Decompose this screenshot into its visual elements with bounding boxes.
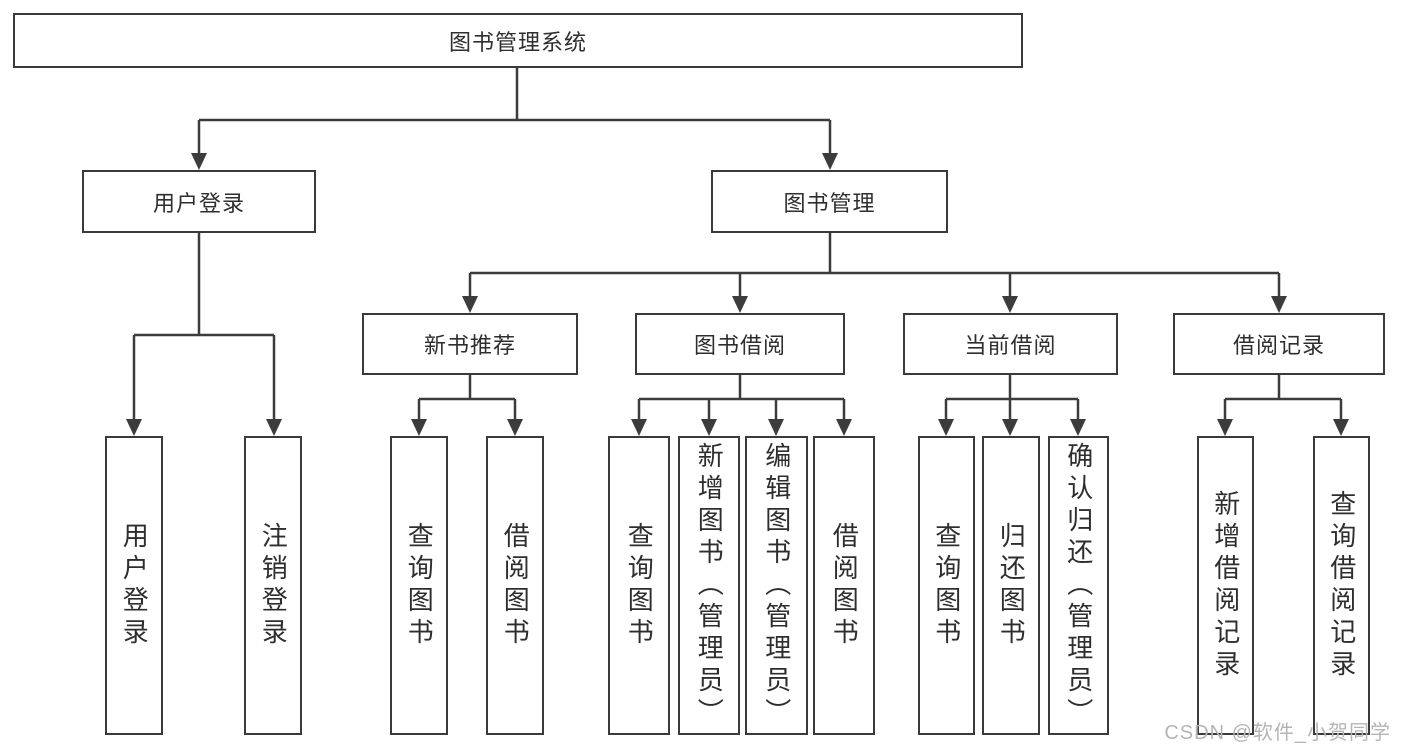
node-label: 查询图书 [624, 521, 655, 650]
node-label: 归还图书 [996, 521, 1027, 650]
leaf-edit-book-admin: 编辑图书（管理员） [745, 436, 808, 735]
node-label: 借阅记录 [1232, 333, 1325, 358]
node-label: 查询图书 [931, 521, 962, 650]
node-label: 查询借阅记录 [1326, 489, 1357, 682]
leaf-confirm-return-admin: 确认归还（管理员） [1048, 436, 1109, 735]
node-label: 确认归还（管理员） [1063, 441, 1094, 730]
node-label: 用户登录 [152, 190, 245, 216]
node-book-management: 图书管理 [711, 170, 948, 233]
leaf-query-book-current: 查询图书 [918, 436, 975, 735]
leaf-borrow-book-recommend: 借阅图书 [486, 436, 544, 735]
leaf-add-borrow-record: 新增借阅记录 [1197, 436, 1254, 735]
node-new-book-recommend: 新书推荐 [362, 313, 578, 375]
leaf-return-book: 归还图书 [982, 436, 1040, 735]
leaf-query-borrow-record: 查询借阅记录 [1313, 436, 1370, 735]
watermark: CSDN @软件_小贺同学 [1164, 722, 1391, 744]
leaf-add-book-admin: 新增图书（管理员） [678, 436, 740, 735]
node-label: 图书管理 [783, 190, 876, 216]
node-user-login: 用户登录 [82, 170, 316, 233]
node-label: 图书管理系统 [448, 29, 587, 55]
node-book-borrow: 图书借阅 [635, 313, 845, 375]
leaf-borrow-book: 借阅图书 [813, 436, 875, 735]
leaf-query-book-recommend: 查询图书 [390, 436, 448, 735]
leaf-user-login: 用户登录 [105, 436, 163, 735]
leaf-query-book-borrow: 查询图书 [608, 436, 670, 735]
node-label: 新增借阅记录 [1210, 489, 1241, 682]
leaf-logout: 注销登录 [244, 436, 302, 735]
node-label: 编辑图书（管理员） [761, 441, 792, 730]
node-label: 注销登录 [258, 521, 289, 650]
node-label: 新书推荐 [423, 333, 516, 358]
node-label: 图书借阅 [693, 333, 786, 358]
node-borrow-records: 借阅记录 [1173, 313, 1385, 375]
node-current-borrow: 当前借阅 [903, 313, 1118, 375]
node-label: 查询图书 [404, 521, 435, 650]
node-library-system: 图书管理系统 [13, 13, 1023, 68]
node-label: 借阅图书 [500, 521, 531, 650]
node-label: 当前借阅 [964, 333, 1057, 358]
node-label: 借阅图书 [829, 521, 860, 650]
node-label: 新增图书（管理员） [694, 441, 725, 730]
node-label: 用户登录 [119, 521, 150, 650]
